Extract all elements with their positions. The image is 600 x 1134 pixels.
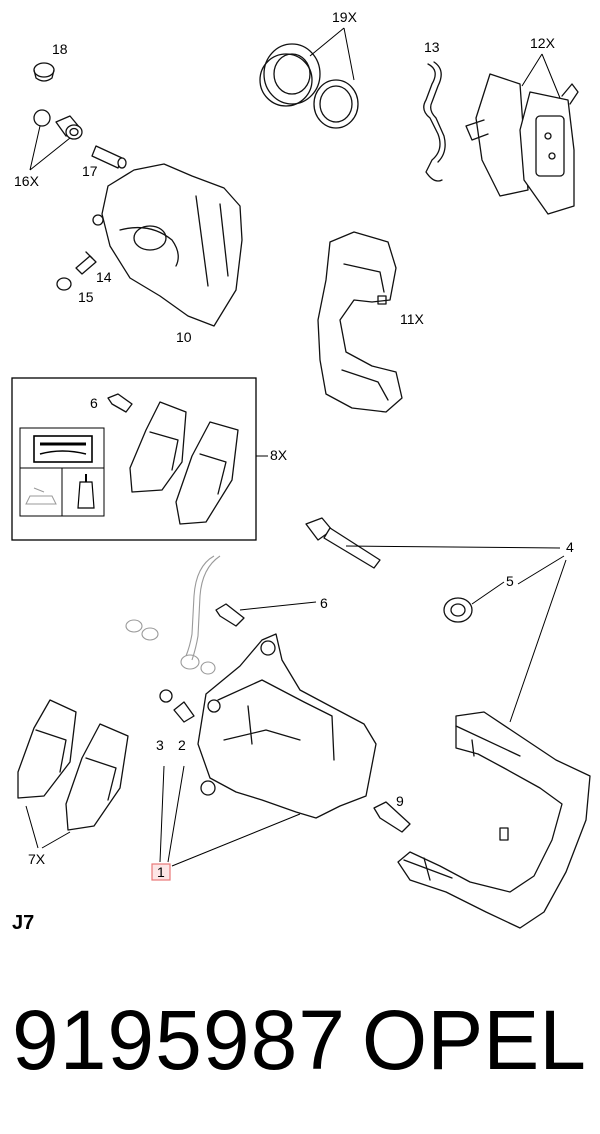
manual-wrench-icon (33, 435, 93, 463)
footer-brand: OPEL (361, 993, 586, 1087)
part-15-bleeder-cap (56, 277, 72, 291)
part-14-bleeder-screw (75, 251, 97, 275)
label-18: 18 (52, 41, 68, 57)
label-3: 3 (156, 737, 164, 753)
label-9: 9 (396, 793, 404, 809)
part-13-spring (423, 61, 446, 182)
part-12x-pads (465, 73, 579, 215)
label-4: 4 (566, 539, 574, 555)
part-1-brake-caliper (197, 633, 377, 819)
part-16x-bushings (33, 109, 83, 140)
part-4-carrier-bracket (397, 711, 591, 929)
label-2: 2 (178, 737, 186, 753)
part-19x-seals (259, 43, 359, 129)
part-6-bolt (215, 603, 245, 627)
brake-caliper-exploded-diagram: 18 19X 13 12X 16X 17 (11, 9, 591, 929)
part-7x-pads (17, 699, 129, 831)
part-17-guide-pin (91, 145, 127, 169)
part-10-caliper-housing (92, 163, 243, 327)
label-7x: 7X (28, 851, 46, 867)
part-9-bolt (373, 801, 411, 833)
label-12x: 12X (530, 35, 556, 51)
label-14: 14 (96, 269, 112, 285)
part-2-bleeder-screw (173, 701, 195, 723)
label-10: 10 (176, 329, 192, 345)
brake-hose-ghost (125, 555, 221, 675)
label-13: 13 (424, 39, 440, 55)
part-4-guide-pin (305, 517, 381, 569)
grease-tube-icon (77, 474, 95, 509)
label-1: 1 (157, 864, 165, 880)
highlight-box-1 (151, 863, 171, 881)
label-6-box: 6 (90, 395, 98, 411)
footer-part-number: 9195987 (12, 993, 347, 1087)
label-17: 17 (82, 163, 98, 179)
label-6: 6 (320, 595, 328, 611)
label-19x: 19X (332, 9, 358, 25)
pad-kit-box-8x (11, 377, 257, 541)
label-16x: 16X (14, 173, 40, 189)
grease-tray-icon (25, 487, 57, 505)
part-3-cap (159, 689, 173, 703)
diagram-code: J7 (12, 912, 35, 934)
label-5: 5 (506, 573, 514, 589)
label-15: 15 (78, 289, 94, 305)
label-11x: 11X (400, 311, 425, 327)
part-11x-carrier-bracket (317, 231, 403, 413)
part-5-boot (443, 597, 473, 623)
part-18-cap (33, 62, 55, 82)
label-8x: 8X (270, 447, 288, 463)
